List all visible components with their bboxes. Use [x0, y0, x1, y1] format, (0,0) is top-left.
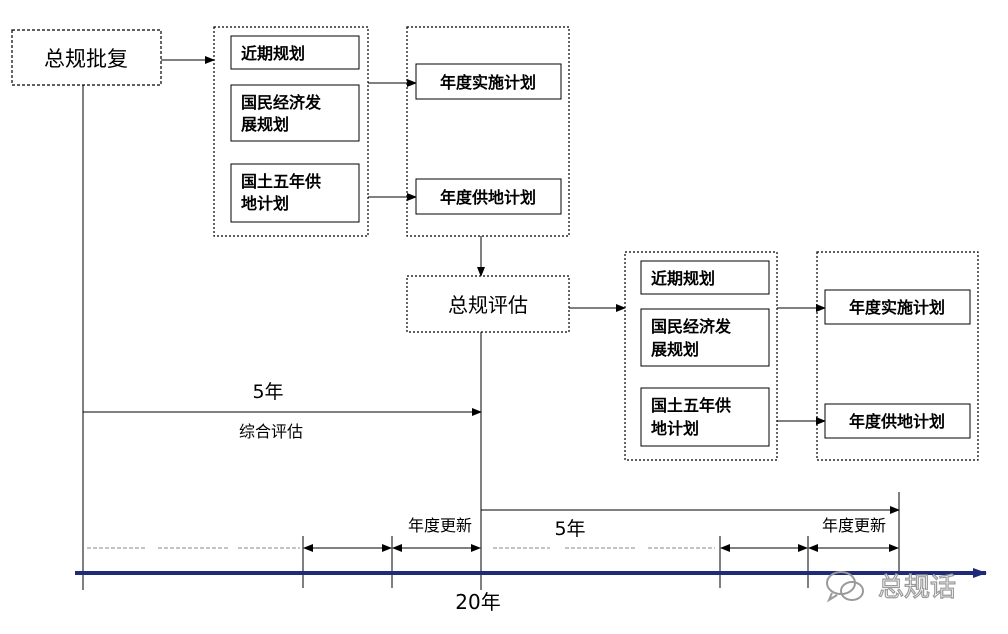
short-term-plan-box-2: 近期规划	[640, 260, 770, 295]
span-5yr-label: 5年	[252, 381, 283, 403]
approval-label: 总规批复	[44, 47, 128, 71]
wechat-icon	[826, 571, 864, 603]
annual-group-2	[816, 251, 979, 461]
annual-land-supply-box-2: 年度供地计划	[824, 403, 971, 439]
annual-land-supply-label: 年度供地计划	[849, 412, 945, 431]
annual-implementation-box-1: 年度实施计划	[415, 63, 562, 100]
annual-implementation-label: 年度实施计划	[849, 298, 945, 317]
evaluation-label: 总规评估	[448, 293, 528, 317]
annual-update-label-2: 年度更新	[822, 516, 886, 535]
annual-land-supply-label: 年度供地计划	[440, 188, 536, 207]
span-5yr-label-2: 5年	[554, 518, 585, 540]
evaluation-box: 总规评估	[406, 275, 570, 333]
short-term-plan-label: 近期规划	[651, 269, 715, 288]
plans-group-1	[213, 26, 369, 237]
approval-box: 总规批复	[11, 29, 162, 86]
economic-plan-line2: 展规划	[241, 115, 289, 134]
economic-plan-line1: 国民经济发	[651, 317, 732, 336]
plans-group-2	[624, 251, 778, 461]
comprehensive-eval-label: 综合评估	[239, 422, 303, 441]
span-20yr-label: 20年	[455, 590, 500, 614]
short-term-plan-box-1: 近期规划	[230, 35, 360, 70]
economic-plan-box-2: 国民经济发 展规划	[640, 308, 770, 367]
land-supply-5yr-line1: 国土五年供	[651, 396, 731, 415]
annual-implementation-label: 年度实施计划	[440, 73, 536, 92]
economic-plan-box-1: 国民经济发 展规划	[230, 84, 360, 142]
watermark-text: 总规话	[878, 573, 956, 603]
economic-plan-line2: 展规划	[651, 340, 699, 359]
annual-land-supply-box-1: 年度供地计划	[415, 178, 562, 215]
watermark-logo: 总规话	[818, 566, 988, 606]
land-supply-5yr-line2: 地计划	[241, 194, 289, 213]
short-term-plan-label: 近期规划	[241, 44, 305, 63]
annual-update-label-1: 年度更新	[408, 516, 472, 535]
land-supply-5yr-box-2: 国土五年供 地计划	[640, 387, 770, 447]
land-supply-5yr-box-1: 国土五年供 地计划	[230, 163, 360, 223]
economic-plan-line1: 国民经济发	[241, 93, 322, 112]
annual-implementation-box-2: 年度实施计划	[824, 289, 971, 325]
timeline-ticks	[302, 536, 809, 588]
annual-group-1	[406, 26, 570, 237]
land-supply-5yr-line2: 地计划	[651, 419, 699, 438]
land-supply-5yr-line1: 国土五年供	[241, 172, 321, 191]
